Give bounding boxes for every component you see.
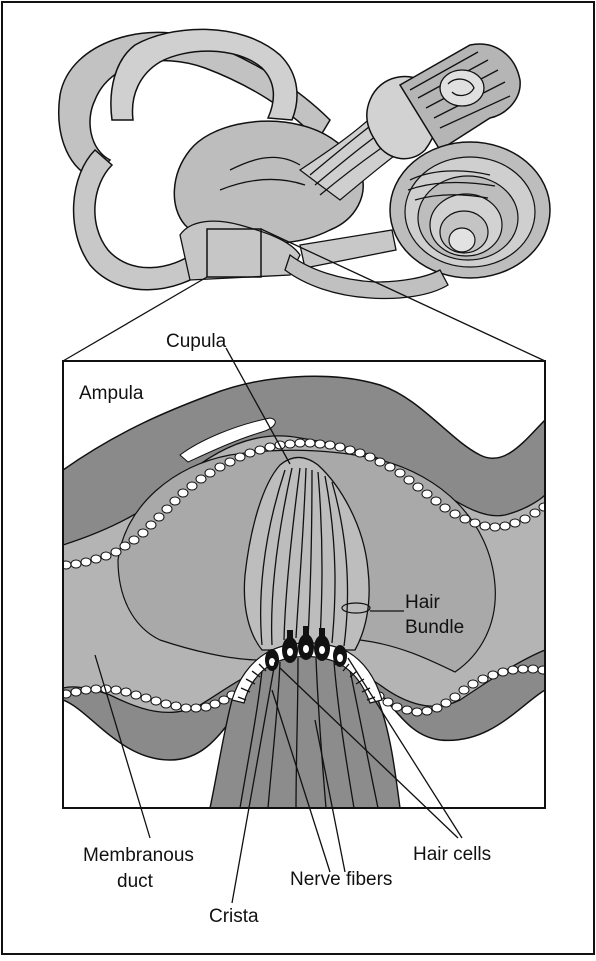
label-crista: Crista xyxy=(209,906,259,927)
cochlea xyxy=(390,142,550,278)
label-membranous-duct-line1: Membranous xyxy=(83,845,194,866)
nerve-cut-end xyxy=(440,70,484,106)
label-hair-bundle-line1: Hair xyxy=(405,592,441,613)
ampulla-detail xyxy=(61,361,549,808)
label-cupula: Cupula xyxy=(166,331,227,352)
label-ampula: Ampula xyxy=(79,383,144,404)
label-nerve-fibers: Nerve fibers xyxy=(290,869,392,890)
label-hair-bundle-line2: Bundle xyxy=(405,617,464,638)
label-hair-cells: Hair cells xyxy=(413,844,491,865)
label-membranous-duct-line2: duct xyxy=(117,871,154,892)
